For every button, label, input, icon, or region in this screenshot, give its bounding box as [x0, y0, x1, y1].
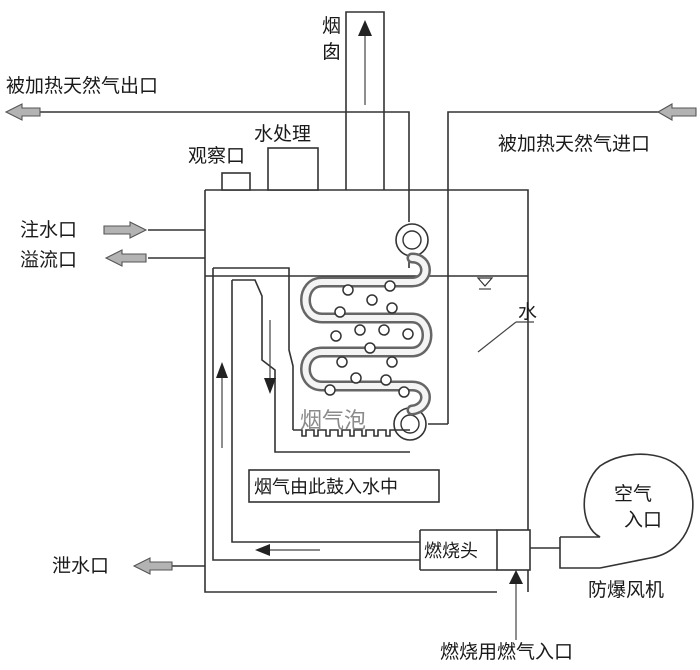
burner-label: 燃烧头	[424, 541, 478, 562]
gas-inlet-label: 被加热天然气进口	[498, 133, 650, 155]
explosion-proof-fan	[530, 453, 694, 569]
gas-inlet-arrow	[656, 103, 697, 121]
fan-label: 防爆风机	[588, 579, 664, 601]
overflow-label: 溢流口	[20, 249, 77, 271]
heated-gas-pipe	[30, 111, 668, 425]
upper-header	[395, 223, 429, 257]
gas-outlet-arrow	[4, 103, 41, 121]
water-inlet-label: 注水口	[20, 219, 77, 241]
burner-box	[496, 529, 531, 571]
air-inlet-label: 空气入口	[614, 483, 662, 531]
flue-gas-bubbles	[324, 280, 414, 398]
tank	[204, 189, 529, 593]
chimney	[345, 11, 385, 190]
overflow-arrow	[104, 249, 147, 267]
lower-header	[393, 407, 427, 441]
gas-outlet-label: 被加热天然气出口	[6, 75, 158, 97]
water-leader-line	[477, 321, 517, 353]
flue-drum-box	[248, 469, 440, 503]
flue-drum-label: 烟气由此鼓入水中	[254, 477, 398, 498]
water-label: 水	[518, 301, 537, 323]
chimney-label: 烟囱	[322, 15, 341, 63]
serpentine-coil	[300, 252, 433, 416]
drain-label: 泄水口	[52, 555, 109, 577]
water-treatment-box	[267, 147, 319, 191]
drain-arrow	[132, 557, 173, 575]
water-treatment-label: 水处理	[254, 123, 311, 145]
fuel-gas-inlet-arrow	[509, 570, 523, 640]
water-inlet-arrow	[103, 221, 148, 239]
observation-port-label: 观察口	[188, 145, 245, 167]
fuel-gas-inlet-label: 燃烧用燃气入口	[440, 641, 573, 663]
flue-bubbles-label: 烟气泡	[300, 409, 366, 434]
observation-port-box	[221, 172, 251, 191]
fire-tube	[212, 267, 420, 561]
